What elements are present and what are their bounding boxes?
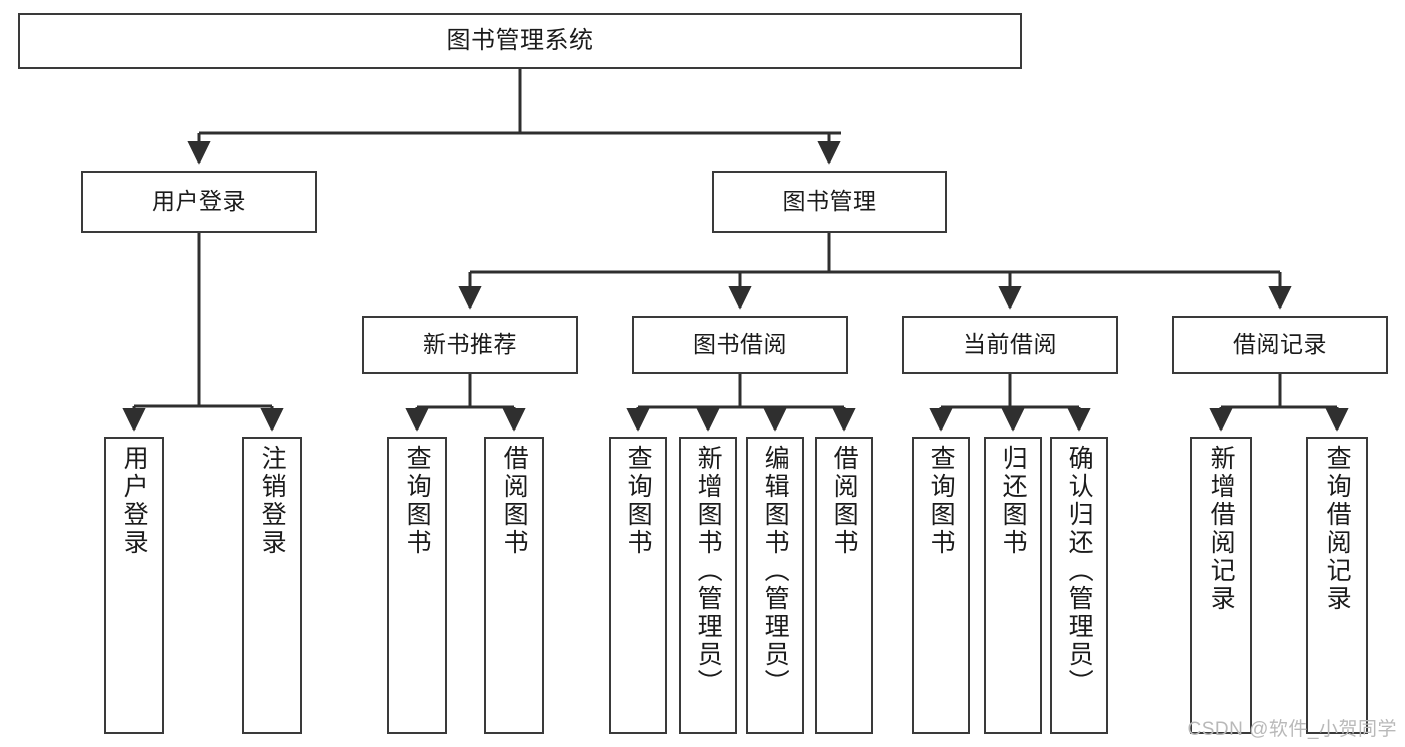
node-leaf-query-book-cur-label: 查询图书	[927, 445, 956, 557]
node-leaf-query-book-brw-label: 查询图书	[624, 445, 653, 557]
node-book-borrow-label: 图书借阅	[693, 331, 787, 358]
node-current-borrow-label: 当前借阅	[963, 331, 1057, 358]
node-leaf-borrow-book-brw-label: 借阅图书	[830, 445, 859, 557]
node-leaf-add-borrow-record-label: 新增借阅记录	[1207, 445, 1236, 613]
node-borrow-record-label: 借阅记录	[1233, 331, 1327, 358]
node-leaf-query-book-cur[interactable]: 查询图书	[912, 437, 970, 734]
node-leaf-query-book-rec[interactable]: 查询图书	[387, 437, 447, 734]
node-leaf-query-book-brw[interactable]: 查询图书	[609, 437, 667, 734]
node-leaf-borrow-book-rec[interactable]: 借阅图书	[484, 437, 544, 734]
node-leaf-logout[interactable]: 注销登录	[242, 437, 302, 734]
node-leaf-logout-label: 注销登录	[258, 445, 287, 557]
node-user-login-label: 用户登录	[152, 188, 246, 215]
node-new-book-recommend-label: 新书推荐	[423, 331, 517, 358]
node-leaf-user-login-label: 用户登录	[120, 445, 149, 557]
node-leaf-add-borrow-record[interactable]: 新增借阅记录	[1190, 437, 1252, 734]
node-leaf-return-book[interactable]: 归还图书	[984, 437, 1042, 734]
node-root[interactable]: 图书管理系统	[18, 13, 1022, 69]
node-leaf-add-book-admin[interactable]: 新增图书（管理员）	[679, 437, 737, 734]
node-borrow-record[interactable]: 借阅记录	[1172, 316, 1388, 374]
node-root-label: 图书管理系统	[446, 26, 594, 54]
node-leaf-edit-book-admin-label: 编辑图书（管理员）	[761, 445, 790, 697]
node-leaf-confirm-return-admin[interactable]: 确认归还（管理员）	[1050, 437, 1108, 734]
node-leaf-confirm-return-admin-label: 确认归还（管理员）	[1065, 445, 1094, 697]
node-current-borrow[interactable]: 当前借阅	[902, 316, 1118, 374]
node-book-manage-label: 图书管理	[782, 188, 877, 215]
node-leaf-borrow-book-brw[interactable]: 借阅图书	[815, 437, 873, 734]
node-leaf-add-book-admin-label: 新增图书（管理员）	[694, 445, 723, 697]
node-leaf-borrow-book-rec-label: 借阅图书	[500, 445, 529, 557]
node-leaf-query-borrow-record-label: 查询借阅记录	[1323, 445, 1352, 613]
node-leaf-user-login[interactable]: 用户登录	[104, 437, 164, 734]
node-new-book-recommend[interactable]: 新书推荐	[362, 316, 578, 374]
node-leaf-return-book-label: 归还图书	[999, 445, 1028, 557]
node-book-borrow[interactable]: 图书借阅	[632, 316, 848, 374]
node-leaf-query-borrow-record[interactable]: 查询借阅记录	[1306, 437, 1368, 734]
node-leaf-query-book-rec-label: 查询图书	[403, 445, 432, 557]
node-book-manage[interactable]: 图书管理	[712, 171, 947, 233]
node-user-login[interactable]: 用户登录	[81, 171, 317, 233]
node-leaf-edit-book-admin[interactable]: 编辑图书（管理员）	[746, 437, 804, 734]
watermark: CSDN @软件_小贺同学	[1187, 719, 1397, 740]
